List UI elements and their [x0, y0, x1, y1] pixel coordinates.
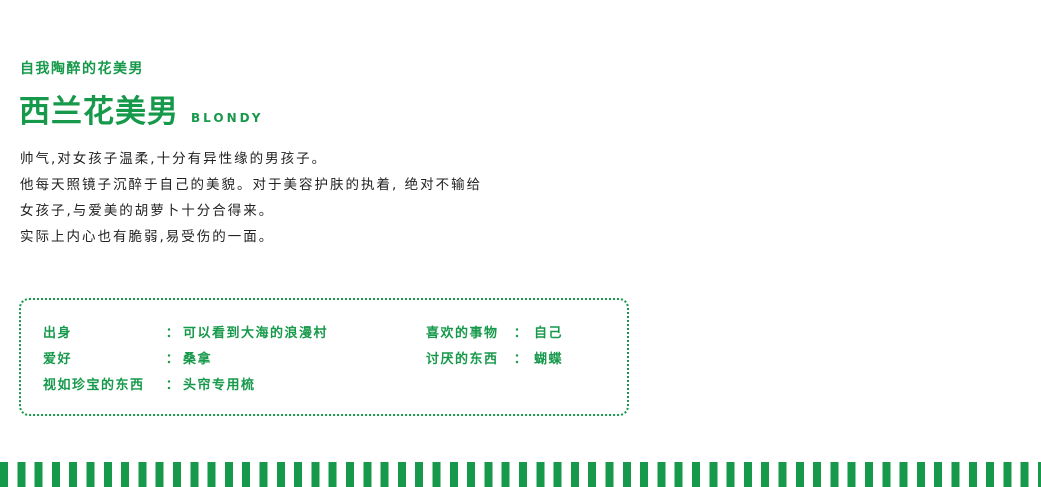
subtitle: 自我陶醉的花美男	[20, 61, 144, 77]
page-title: 西兰花美男	[19, 94, 179, 130]
profile-colon: ：	[165, 352, 181, 367]
description-line: 女孩子,与爱美的胡萝卜十分合得来。	[20, 203, 275, 219]
profile-colon: ：	[513, 326, 529, 341]
profile-value: 桑拿	[183, 352, 213, 367]
profile-label: 出身	[43, 326, 73, 341]
profile-value: 蝴蝶	[534, 352, 564, 367]
profile-row-origin: 出身 ： 可以看到大海的浪漫村	[43, 322, 328, 341]
profile-label: 爱好	[43, 352, 73, 367]
description-line: 他每天照镜子沉醉于自己的美貌。对于美容护肤的执着, 绝对不输给	[20, 177, 483, 193]
profile-value: 自己	[534, 326, 564, 341]
profile-label: 讨厌的东西	[426, 352, 499, 367]
character-description: 帅气,对女孩子温柔,十分有异性缘的男孩子。 他每天照镜子沉醉于自己的美貌。对于美…	[20, 146, 640, 250]
profile-label: 视如珍宝的东西	[43, 378, 145, 393]
profile-colon: ：	[513, 352, 529, 367]
profile-row-hobby: 爱好 ： 桑拿	[43, 348, 212, 367]
decorative-stripes	[0, 462, 1041, 487]
profile-row-dislikes: 讨厌的东西 ： 蝴蝶	[426, 348, 563, 367]
title-row: 西兰花美男 BLONDY	[19, 86, 263, 131]
english-title: BLONDY	[191, 111, 264, 125]
profile-label: 喜欢的事物	[426, 326, 499, 341]
profile-colon: ：	[165, 378, 181, 393]
description-line: 帅气,对女孩子温柔,十分有异性缘的男孩子。	[20, 151, 328, 167]
profile-row-likes: 喜欢的事物 ： 自己	[426, 322, 563, 341]
profile-row-treasure: 视如珍宝的东西 ： 头帘专用梳	[43, 374, 256, 393]
profile-value: 头帘专用梳	[183, 378, 256, 393]
profile-colon: ：	[165, 326, 181, 341]
profile-box: 出身 ： 可以看到大海的浪漫村 爱好 ： 桑拿 视如珍宝的东西 ： 头帘专用梳 …	[19, 298, 629, 416]
description-line: 实际上内心也有脆弱,易受伤的一面。	[20, 229, 275, 245]
profile-value: 可以看到大海的浪漫村	[183, 326, 329, 341]
